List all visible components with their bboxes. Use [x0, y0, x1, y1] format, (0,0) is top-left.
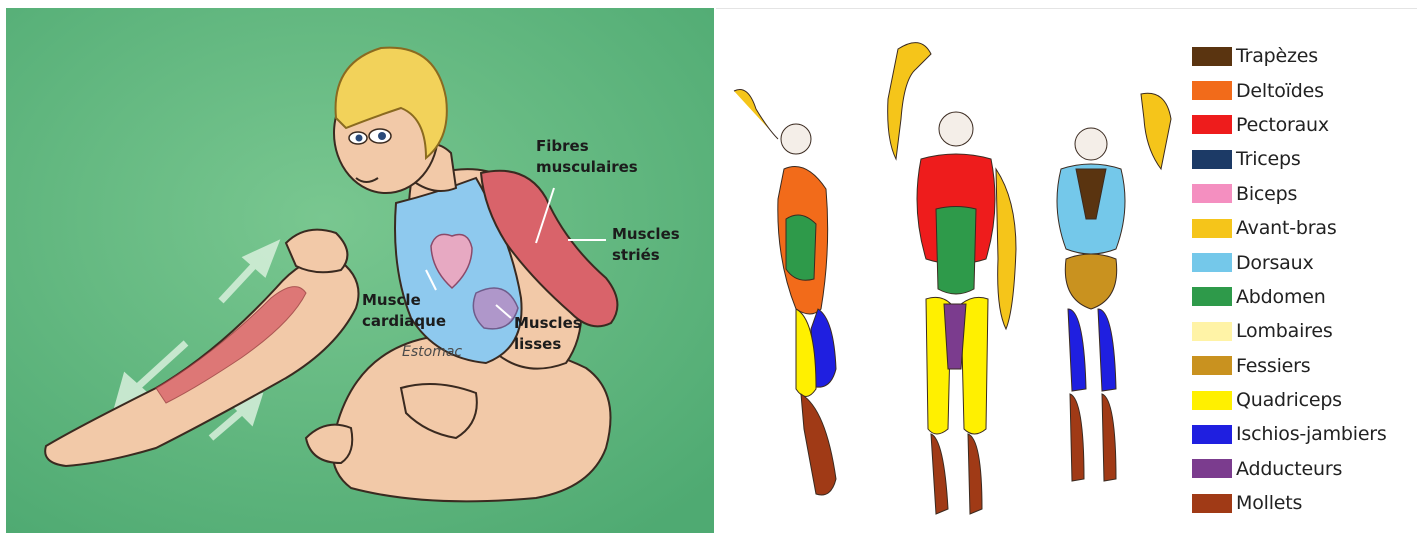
- label-fibres-musculaires: Fibres musculaires: [536, 136, 638, 178]
- pupil: [356, 135, 363, 142]
- pupil: [378, 132, 386, 140]
- label-muscles-stries: Muscles striés: [612, 224, 680, 266]
- legend-label: Quadriceps: [1236, 389, 1342, 411]
- front-raised-arm: [888, 43, 931, 159]
- legend-swatch: [1192, 459, 1232, 478]
- legend-item: Avant-bras: [1192, 211, 1417, 245]
- legend-label: Adducteurs: [1236, 458, 1342, 480]
- legend-item: Adducteurs: [1192, 452, 1417, 486]
- muscle-types-illustration: Fibres musculaires Muscles striés Muscle…: [6, 8, 714, 533]
- front-calf-left: [931, 434, 948, 514]
- legend-label: Mollets: [1236, 492, 1302, 514]
- back-raised-arm: [1141, 93, 1171, 169]
- legend-label: Deltoïdes: [1236, 80, 1324, 102]
- side-forearm: [734, 89, 778, 139]
- legend-swatch: [1192, 253, 1232, 272]
- legend-item: Dorsaux: [1192, 245, 1417, 279]
- legend-item: Triceps: [1192, 142, 1417, 176]
- legend-label: Ischios-jambiers: [1236, 423, 1387, 445]
- front-head: [939, 112, 973, 146]
- legend-label: Abdomen: [1236, 286, 1326, 308]
- anatomy-figures: [716, 9, 1186, 534]
- label-estomac: Estomac: [402, 344, 462, 360]
- legend-swatch: [1192, 81, 1232, 100]
- legend-swatch: [1192, 494, 1232, 513]
- legend-swatch: [1192, 322, 1232, 341]
- label-muscles-lisses: Muscles lisses: [514, 313, 582, 355]
- legend-swatch: [1192, 115, 1232, 134]
- muscle-figures: [716, 9, 1186, 534]
- legend-swatch: [1192, 184, 1232, 203]
- legend-swatch: [1192, 391, 1232, 410]
- figure-front: [888, 43, 1016, 514]
- legend-swatch: [1192, 150, 1232, 169]
- woman-illustration: [6, 8, 714, 533]
- legend-swatch: [1192, 356, 1232, 375]
- front-calf-right: [968, 434, 982, 514]
- legend-item: Fessiers: [1192, 349, 1417, 383]
- back-head: [1075, 128, 1107, 160]
- legend-item: Trapèzes: [1192, 39, 1417, 73]
- legend-label: Fessiers: [1236, 355, 1310, 377]
- side-calf: [801, 394, 836, 495]
- back-glutes: [1065, 254, 1116, 309]
- legend-item: Abdomen: [1192, 280, 1417, 314]
- legend-label: Pectoraux: [1236, 114, 1329, 136]
- side-abdomen: [786, 215, 816, 280]
- label-muscle-cardiaque: Muscle cardiaque: [362, 290, 446, 332]
- legend-item: Mollets: [1192, 486, 1417, 520]
- figure-side: [734, 89, 836, 495]
- legend-swatch: [1192, 47, 1232, 66]
- legend-item: Lombaires: [1192, 314, 1417, 348]
- legend-item: Biceps: [1192, 177, 1417, 211]
- legend-item: Ischios-jambiers: [1192, 417, 1417, 451]
- legend-label: Triceps: [1236, 148, 1301, 170]
- legend-swatch: [1192, 287, 1232, 306]
- legend-item: Quadriceps: [1192, 383, 1417, 417]
- legend-label: Dorsaux: [1236, 252, 1314, 274]
- legend-label: Avant-bras: [1236, 217, 1337, 239]
- legend-label: Lombaires: [1236, 320, 1333, 342]
- back-hamstring-left: [1068, 309, 1086, 391]
- legend-swatch: [1192, 425, 1232, 444]
- back-calf-right: [1102, 394, 1116, 481]
- front-arm-right: [996, 169, 1016, 329]
- back-calf-left: [1070, 394, 1084, 481]
- legend-label: Trapèzes: [1236, 45, 1318, 67]
- back-hamstring-right: [1098, 309, 1116, 391]
- legend-label: Biceps: [1236, 183, 1297, 205]
- legend-swatch: [1192, 219, 1232, 238]
- side-head: [781, 124, 811, 154]
- legend-item: Deltoïdes: [1192, 73, 1417, 107]
- front-abdomen: [936, 207, 976, 295]
- legend-item: Pectoraux: [1192, 108, 1417, 142]
- figure-back: [1057, 93, 1171, 481]
- hand-on-knee: [286, 230, 347, 273]
